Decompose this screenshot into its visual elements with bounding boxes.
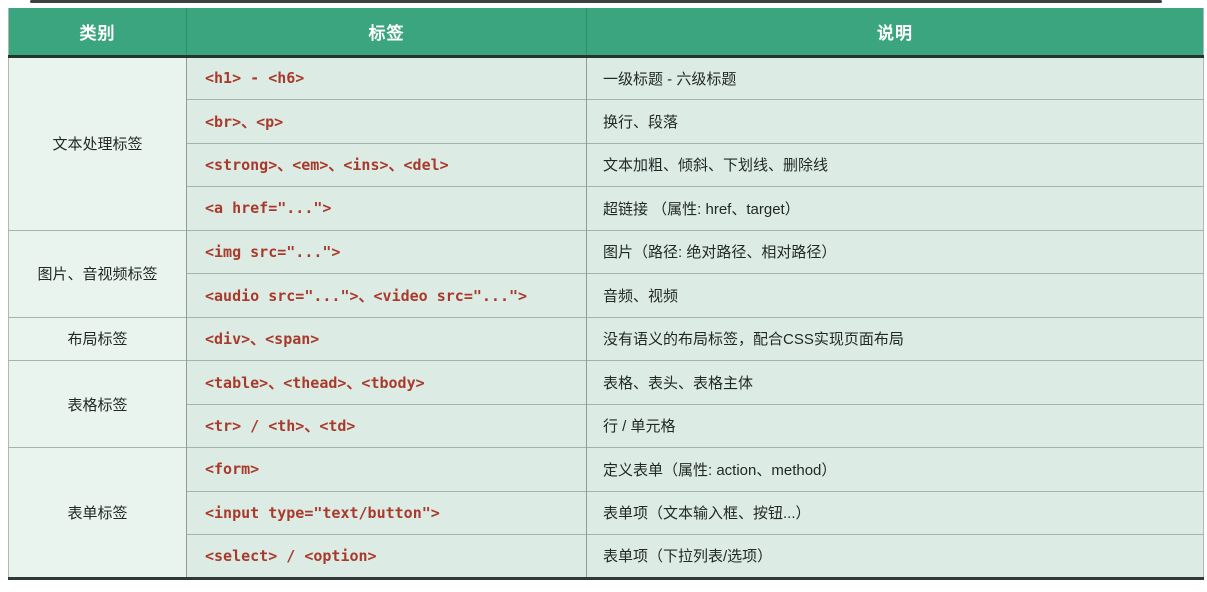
- tag-cell: <audio src="...">、<video src="...">: [186, 273, 587, 317]
- description-cell: 音频、视频: [586, 273, 1204, 317]
- table-row: 图片、音视频标签 <img src="..."> 图片（路径: 绝对路径、相对路径）: [8, 229, 1204, 317]
- description-cell: 超链接 （属性: href、target）: [586, 186, 1204, 230]
- category-cell: 表单标签: [8, 447, 187, 578]
- top-border-line: [30, 0, 1162, 3]
- tag-cell: <table>、<thead>、<tbody>: [186, 360, 587, 404]
- table-row: <select> / <option> 表单项（下拉列表/选项）: [9, 534, 1204, 578]
- table-row: <audio src="...">、<video src="..."> 音频、视频: [9, 273, 1204, 317]
- tag-cell: <h1> - <h6>: [186, 55, 587, 100]
- tag-cell: <strong>、<em>、<ins>、<del>: [186, 142, 587, 187]
- tag-code: <div>、<span>: [205, 330, 320, 349]
- description-cell: 表单项（下拉列表/选项）: [586, 534, 1204, 578]
- tag-cell: <select> / <option>: [186, 534, 587, 578]
- category-cell: 图片、音视频标签: [8, 229, 187, 317]
- table-row: 文本处理标签 <h1> - <h6> 一级标题 - 六级标题: [8, 55, 1204, 230]
- category-cell: 文本处理标签: [8, 55, 187, 230]
- tag-code: <audio src="...">、<video src="...">: [205, 286, 528, 305]
- col-header-description: 说明: [586, 8, 1204, 58]
- tag-code: <form>: [205, 460, 260, 479]
- tag-cell: <input type="text/button">: [186, 490, 587, 535]
- tag-cell: <br>、<p>: [186, 99, 587, 143]
- table-row: 表单标签 <form> 定义表单（属性: action、method）: [8, 447, 1204, 578]
- html-tags-table: 类别 标签 说明 文本处理标签<h1> - <h6>一级标题 - 六级标题<br…: [8, 8, 1204, 580]
- description-cell: 表格、表头、表格主体: [586, 360, 1204, 404]
- col-header-category: 类别: [8, 8, 187, 58]
- description-cell: 没有语义的布局标签，配合CSS实现页面布局: [586, 316, 1204, 361]
- table-row: 表格标签 <table>、<thead>、<tbody> 表格、表头、表格主体: [8, 360, 1204, 448]
- description-cell: 一级标题 - 六级标题: [586, 55, 1204, 100]
- tag-code: <a href="...">: [205, 199, 332, 218]
- description-cell: 行 / 单元格: [586, 403, 1204, 448]
- header-row: 类别 标签 说明: [8, 8, 1204, 58]
- tag-code: <strong>、<em>、<ins>、<del>: [205, 156, 449, 175]
- tag-code: <select> / <option>: [205, 546, 377, 565]
- category-cell: 布局标签: [8, 316, 187, 361]
- table-body: 文本处理标签 <h1> - <h6> 一级标题 - 六级标题 <br>、<p> 换行、段…: [8, 55, 1204, 578]
- tag-cell: <form>: [186, 447, 587, 491]
- tag-code: <table>、<thead>、<tbody>: [205, 373, 425, 392]
- table-row: <tr> / <th>、<td> 行 / 单元格: [9, 403, 1204, 448]
- tag-cell: <a href="...">: [186, 186, 587, 230]
- description-cell: 换行、段落: [586, 99, 1204, 143]
- category-cell: 表格标签: [8, 360, 187, 448]
- table-row: <strong>、<em>、<ins>、<del> 文本加粗、倾斜、下划线、删除线: [9, 142, 1204, 187]
- description-cell: 表单项（文本输入框、按钮...）: [586, 490, 1204, 535]
- table-row: 布局标签 <div>、<span> 没有语义的布局标签，配合CSS实现页面布局: [8, 316, 1204, 361]
- tag-code: <tr> / <th>、<td>: [205, 417, 356, 436]
- col-header-tag: 标签: [186, 8, 587, 58]
- table-row: <input type="text/button"> 表单项（文本输入框、按钮..…: [9, 490, 1204, 535]
- table-row: <a href="..."> 超链接 （属性: href、target）: [9, 186, 1204, 230]
- tag-code: <img src="...">: [205, 242, 341, 261]
- tag-cell: <div>、<span>: [186, 316, 587, 361]
- tag-code: <br>、<p>: [205, 112, 284, 131]
- tag-code: <h1> - <h6>: [205, 69, 305, 88]
- tag-code: <input type="text/button">: [205, 503, 440, 522]
- description-cell: 定义表单（属性: action、method）: [586, 447, 1204, 491]
- table-row: <br>、<p> 换行、段落: [9, 99, 1204, 143]
- description-cell: 图片（路径: 绝对路径、相对路径）: [586, 229, 1204, 274]
- description-cell: 文本加粗、倾斜、下划线、删除线: [586, 142, 1204, 187]
- tag-cell: <img src="...">: [186, 229, 587, 274]
- tag-cell: <tr> / <th>、<td>: [186, 403, 587, 448]
